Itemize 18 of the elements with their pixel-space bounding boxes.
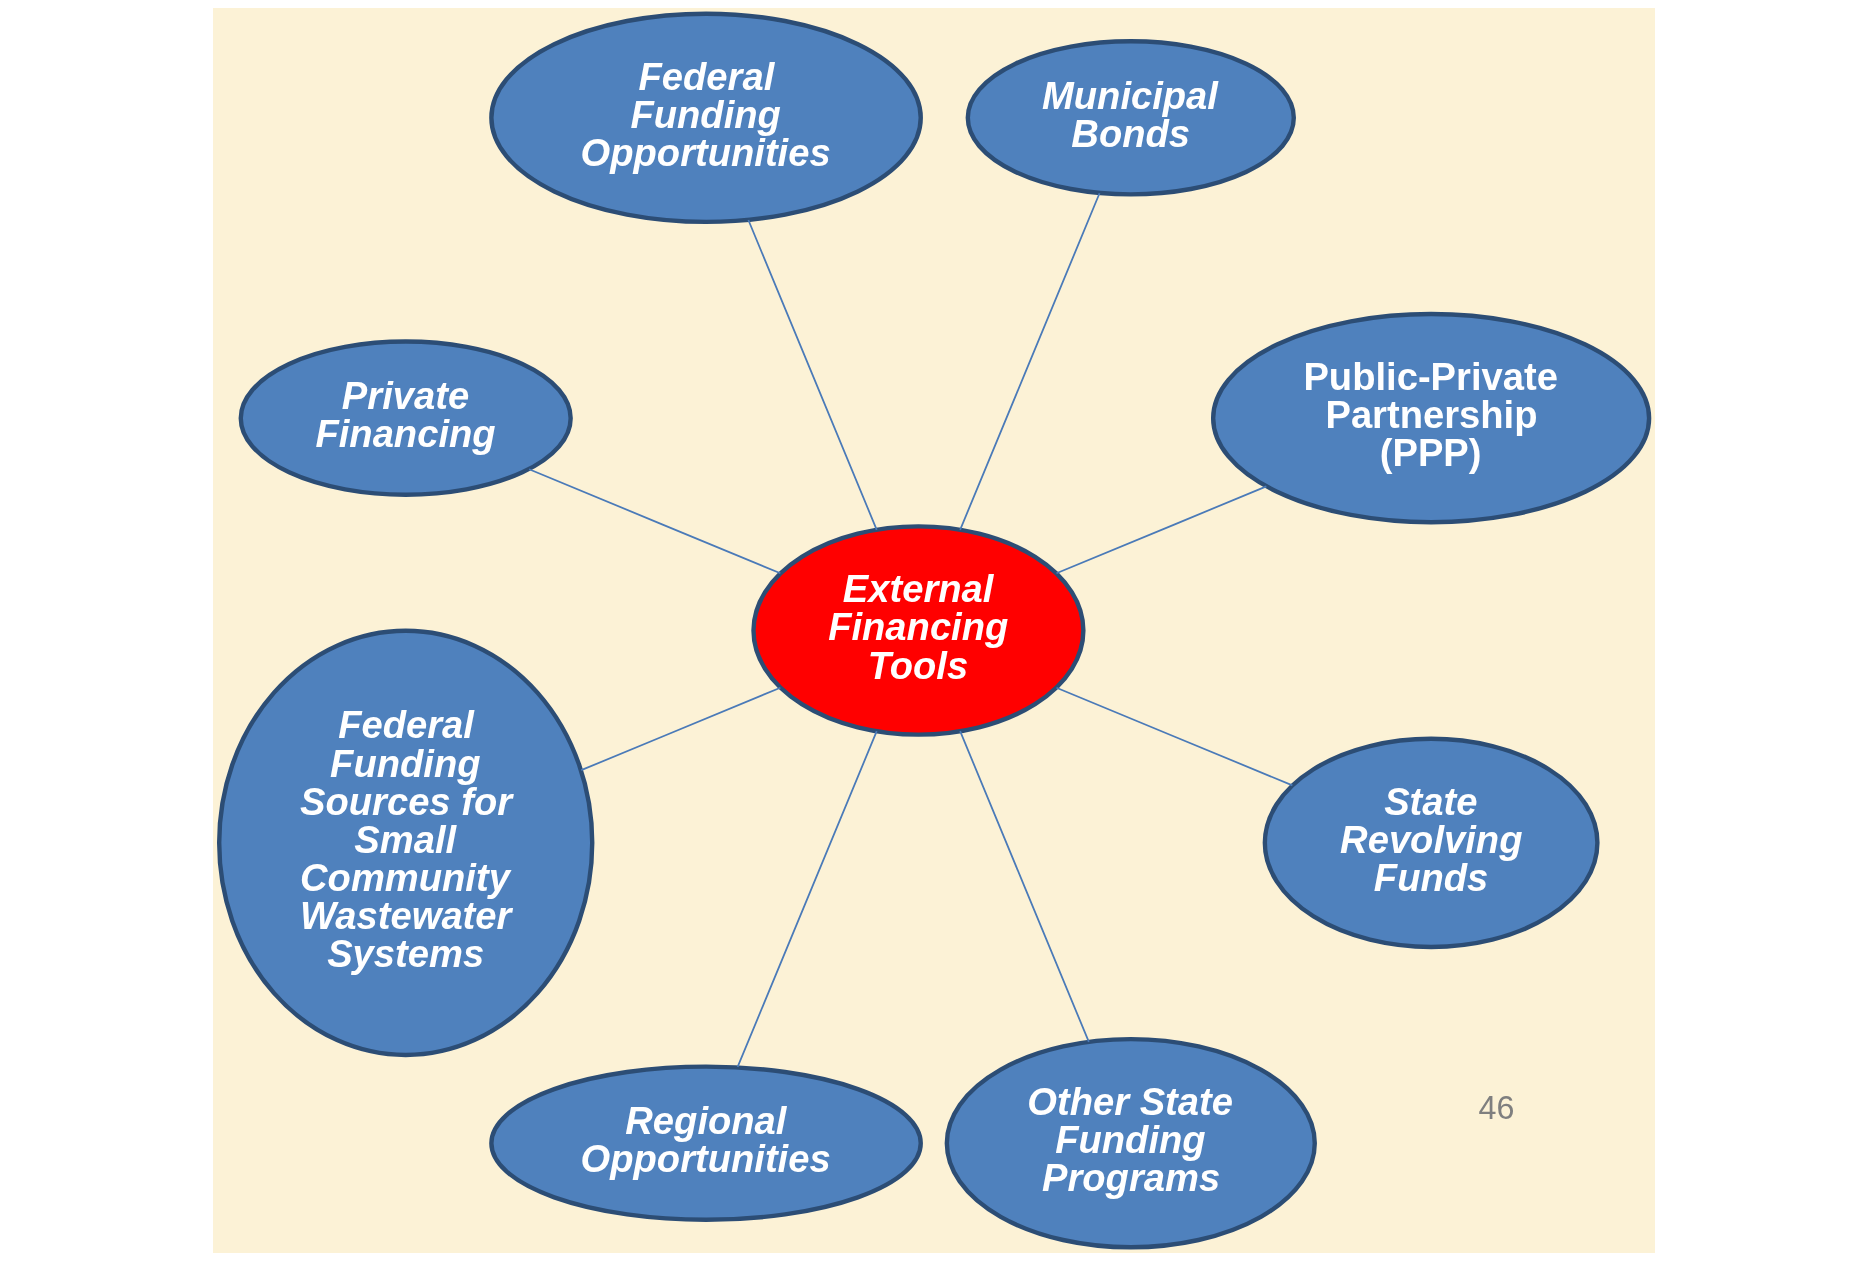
node-ellipse: Regional Opportunities	[489, 1064, 923, 1222]
node-ellipse: Federal Funding Sources for Small Community Wastewater Systems	[217, 628, 595, 1058]
connector	[736, 730, 878, 1068]
node-ellipse: Private Financing	[238, 339, 573, 497]
node-ellipse: External Financing Tools	[751, 524, 1086, 737]
node-ellipse: Federal Funding Opportunities	[489, 11, 923, 225]
label: 46	[1478, 1089, 1515, 1126]
node-ellipse: Public-Private Partnership (PPP)	[1210, 311, 1652, 525]
connector	[1055, 485, 1268, 575]
connector	[580, 686, 782, 772]
connector	[747, 219, 878, 531]
node-ellipse: State Revolving Funds	[1262, 736, 1600, 950]
connector	[959, 192, 1101, 531]
node-ellipse: Municipal Bonds	[965, 39, 1296, 197]
connector	[1055, 686, 1294, 787]
connector	[959, 730, 1090, 1043]
node-ellipse: Other State Funding Programs	[944, 1036, 1317, 1250]
connector	[528, 468, 782, 575]
